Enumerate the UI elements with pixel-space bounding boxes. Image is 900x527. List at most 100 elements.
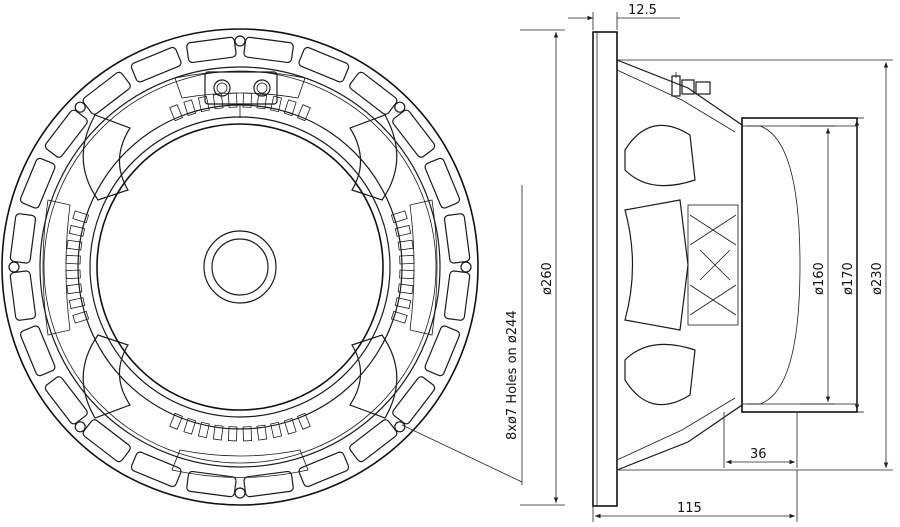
mounting-hole — [8, 261, 20, 273]
side-magnet — [741, 117, 858, 413]
diameter-230-label: ø230 — [870, 262, 885, 295]
window-top — [174, 71, 306, 99]
magnet-tooth — [390, 210, 408, 224]
frame-inner-ring-2 — [43, 70, 437, 464]
magnet-tooth — [212, 424, 224, 441]
side-front-flange — [592, 31, 618, 507]
rim-slot — [243, 470, 294, 498]
magnet-tooth — [297, 412, 311, 430]
magnet-tooth — [399, 254, 415, 265]
mounting-hole — [394, 421, 406, 433]
magnet-tooth — [66, 283, 83, 295]
offset-12-5-label: 12.5 — [628, 3, 657, 18]
magnet-tooth — [397, 283, 414, 295]
frame-outer-edge — [1, 28, 479, 506]
magnet-tooth — [270, 421, 282, 439]
rim-slot — [19, 157, 56, 209]
magnet-tooth — [399, 269, 415, 280]
magnet-tooth — [169, 412, 183, 430]
rim-slot — [9, 213, 37, 264]
rim-slot — [349, 419, 398, 463]
mounting-holes — [8, 35, 472, 499]
mounting-hole — [74, 101, 86, 113]
window-bottom-left — [82, 334, 131, 419]
window-left — [42, 199, 71, 336]
dust-cap-inner — [211, 238, 269, 296]
mounting-hole — [394, 101, 406, 113]
side-window-bottom — [624, 343, 696, 406]
magnet-tooth — [242, 92, 253, 108]
window-top-left — [82, 114, 131, 201]
side-terminal — [671, 72, 711, 97]
terminal-plate — [204, 71, 278, 105]
magnet-tooth — [65, 254, 81, 265]
window-right — [409, 199, 438, 336]
magnet-tooth — [297, 104, 311, 122]
magnet-tooth — [397, 239, 414, 251]
magnet-tooth — [270, 95, 282, 113]
depth-36-label: 36 — [750, 447, 767, 462]
mounting-hole — [460, 261, 472, 273]
magnet-tooth — [283, 99, 297, 117]
magnet-tooth — [394, 225, 412, 237]
magnet-tooth — [283, 417, 297, 435]
depth-115-label: 115 — [677, 501, 702, 516]
diameter-160-label: ø160 — [812, 262, 827, 295]
diameter-260-label: ø260 — [540, 262, 555, 295]
magnet-tooth — [242, 426, 253, 442]
rim-slot — [243, 36, 294, 64]
rim-slot — [186, 36, 237, 64]
side-window-top — [624, 124, 696, 187]
frame-inner-ring — [39, 66, 441, 468]
magnet-tooth — [68, 225, 86, 237]
magnet-tooth — [212, 93, 224, 110]
side-motor-coils — [687, 204, 739, 326]
magnet-tooth — [390, 310, 408, 324]
diameter-170-label: ø170 — [841, 262, 856, 295]
hole-leader-line — [401, 424, 523, 483]
magnet-tooth — [66, 239, 83, 251]
rim-slot — [9, 270, 37, 321]
rim-slot — [44, 376, 88, 425]
front-view — [1, 28, 479, 506]
magnet-tooth — [227, 92, 238, 108]
rim-slot — [424, 157, 461, 209]
magnet-tooth — [198, 95, 210, 113]
side-window-middle — [624, 199, 689, 331]
rim-slot — [44, 109, 88, 158]
magnet-tooth — [68, 297, 86, 309]
rim-slot — [130, 46, 182, 83]
window-bottom — [171, 449, 309, 478]
basket-windows — [42, 71, 438, 478]
rim-slot — [443, 213, 471, 264]
magnet-tooth — [169, 104, 183, 122]
magnet-tooth — [183, 99, 197, 117]
rim-slot — [298, 46, 350, 83]
cone-edge — [96, 123, 384, 411]
rim-slot — [349, 71, 398, 115]
surround-inner — [89, 116, 391, 418]
magnet-tooth — [183, 417, 197, 435]
magnet-tooth — [256, 424, 268, 441]
magnet-tooth — [72, 310, 90, 324]
rim-slot — [82, 71, 131, 115]
mounting-hole — [234, 487, 246, 499]
surround-outer — [77, 104, 403, 430]
mounting-hole — [234, 35, 246, 47]
rim-slot — [443, 270, 471, 321]
side-basket-outline — [616, 59, 743, 471]
mounting-hole — [74, 421, 86, 433]
hole-pattern-label: 8xø7 Holes on ø244 — [505, 310, 520, 440]
rim-slot — [392, 109, 436, 158]
window-bottom-right — [349, 334, 398, 419]
rim-slot — [19, 325, 56, 377]
magnet-tooth — [72, 210, 90, 224]
dust-cap-outer — [203, 230, 277, 304]
rim-slot — [298, 451, 350, 488]
rim-slot — [392, 376, 436, 425]
magnet-teeth — [65, 92, 415, 442]
rim-slot — [424, 325, 461, 377]
rim-slot — [82, 419, 131, 463]
terminal-screw-right — [253, 79, 271, 97]
